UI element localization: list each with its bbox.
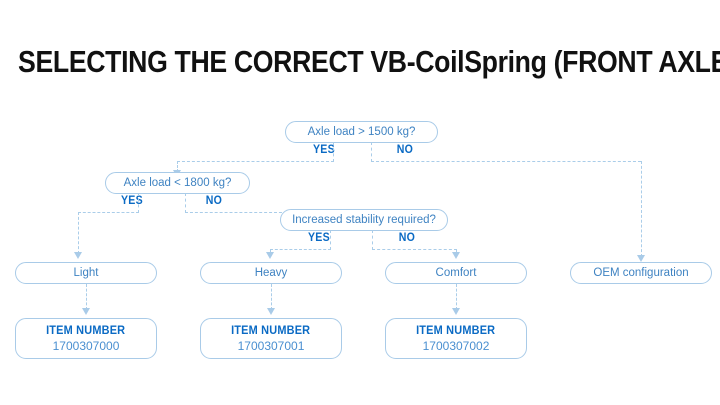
item-number-heading: ITEM NUMBER <box>231 325 311 337</box>
connector-1800-yes-drop <box>78 212 79 254</box>
arrowhead-light-item <box>81 308 90 315</box>
result-label: Light <box>73 267 99 279</box>
result-comfort[interactable]: Comfort <box>385 262 527 284</box>
connector-1800-yes-stem <box>138 193 139 213</box>
result-label: Heavy <box>254 267 288 279</box>
connector-1500-no-run <box>371 161 641 162</box>
connector-stability-yes-run <box>270 249 331 250</box>
connector-1800-no-stem <box>185 193 186 213</box>
arrowhead-stability-no <box>451 252 460 259</box>
item-number-heading: ITEM NUMBER <box>416 325 496 337</box>
connector-1500-yes-stem <box>333 142 334 162</box>
arrowhead-comfort-item <box>451 308 460 315</box>
branch-label-yes-stability: YES <box>307 232 330 244</box>
arrowhead-heavy-item <box>266 308 275 315</box>
arrowhead-stability-yes <box>265 252 274 259</box>
item-number-comfort[interactable]: ITEM NUMBER 1700307002 <box>385 318 527 359</box>
decision-axle-load-1800[interactable]: Axle load < 1800 kg? <box>105 172 250 194</box>
arrowhead-1500-no <box>636 255 645 262</box>
result-heavy[interactable]: Heavy <box>200 262 342 284</box>
decision-label: Axle load > 1500 kg? <box>307 126 416 138</box>
decision-axle-load-1500[interactable]: Axle load > 1500 kg? <box>285 121 438 143</box>
connector-stability-no-run <box>372 249 457 250</box>
connector-comfort-to-item <box>456 284 457 310</box>
item-number-heading: ITEM NUMBER <box>46 325 126 337</box>
decision-increased-stability[interactable]: Increased stability required? <box>280 209 448 231</box>
connector-1500-yes-drop <box>177 161 178 172</box>
arrowhead-1800-yes <box>73 252 82 259</box>
connector-1800-yes-run <box>78 212 139 213</box>
result-label: Comfort <box>435 267 477 279</box>
item-number-light[interactable]: ITEM NUMBER 1700307000 <box>15 318 157 359</box>
item-number-value: 1700307001 <box>237 339 305 353</box>
connector-1500-no-drop <box>641 161 642 257</box>
item-number-heavy[interactable]: ITEM NUMBER 1700307001 <box>200 318 342 359</box>
branch-label-yes-1800: YES <box>120 195 143 207</box>
page-title: SELECTING THE CORRECT VB-CoilSpring (FRO… <box>18 44 720 79</box>
item-number-value: 1700307002 <box>422 339 490 353</box>
result-light[interactable]: Light <box>15 262 157 284</box>
branch-label-yes-1500: YES <box>312 144 335 156</box>
connector-stability-yes-stem <box>330 230 331 250</box>
connector-light-to-item <box>86 284 87 310</box>
connector-1800-no-run <box>185 212 366 213</box>
branch-label-no-stability: NO <box>398 232 416 244</box>
connector-1500-no-stem <box>371 142 372 162</box>
branch-label-no-1500: NO <box>396 144 414 156</box>
connector-heavy-to-item <box>271 284 272 310</box>
branch-label-no-1800: NO <box>205 195 223 207</box>
connector-1500-yes-run <box>177 161 334 162</box>
decision-label: Increased stability required? <box>292 214 436 226</box>
connector-stability-no-stem <box>372 230 373 250</box>
result-label: OEM configuration <box>593 267 689 279</box>
decision-label: Axle load < 1800 kg? <box>123 177 232 189</box>
item-number-value: 1700307000 <box>52 339 120 353</box>
result-oem-configuration[interactable]: OEM configuration <box>570 262 712 284</box>
